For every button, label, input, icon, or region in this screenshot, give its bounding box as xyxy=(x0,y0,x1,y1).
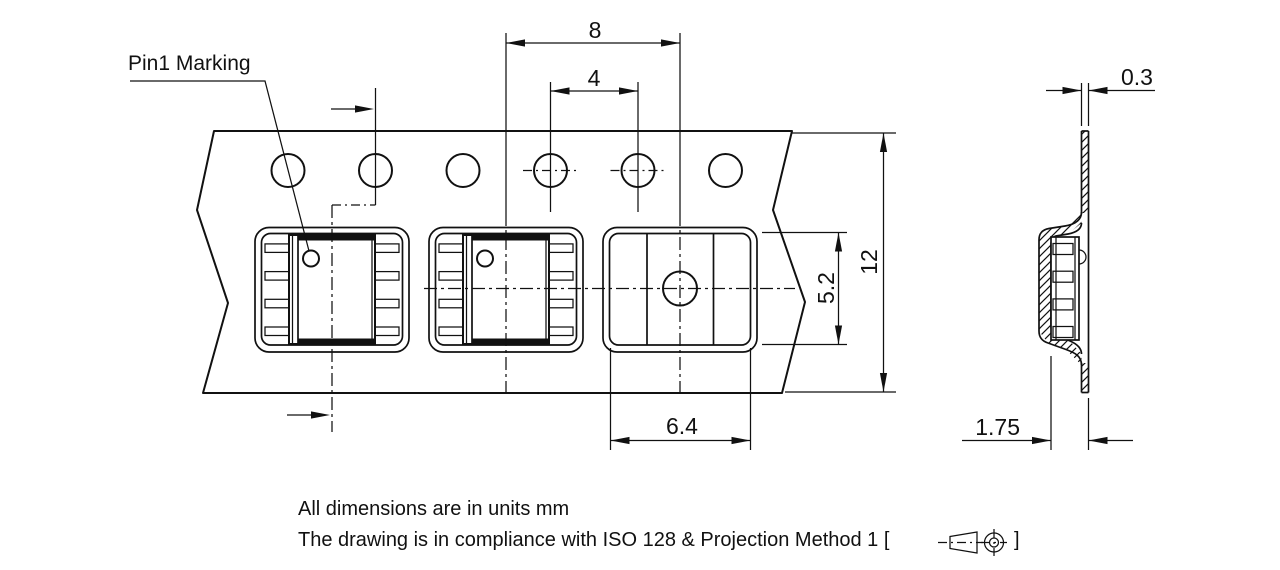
dim-8-text: 8 xyxy=(589,17,602,43)
soic-package-side xyxy=(1050,236,1087,341)
dimension-tape-width: 12 xyxy=(785,132,896,393)
tape-outline xyxy=(196,130,806,394)
note-units: All dimensions are in units mm xyxy=(298,498,569,520)
dimension-tape-thickness: 0.3 xyxy=(1046,64,1155,126)
sprocket-holes xyxy=(270,153,743,188)
dim-1-75-text: 1.75 xyxy=(975,414,1020,440)
dimension-pocket-depth: 1.75 xyxy=(962,356,1133,450)
dimension-pocket-width: 6.4 xyxy=(609,348,752,450)
projection-cone-symbol xyxy=(949,531,978,554)
pin1-leader: Pin1 Marking xyxy=(128,52,310,252)
dimension-pocket-length: 5.2 xyxy=(762,231,847,346)
first-angle-projection-symbol xyxy=(938,529,1007,556)
dimension-pocket-pitch: 8 xyxy=(505,17,681,213)
sprocket-hole xyxy=(708,153,743,188)
carrier-tape-front-view: Pin1 Marking 8 4 6.4 xyxy=(128,17,896,450)
dim-4-text: 4 xyxy=(588,65,601,91)
pin1-marking-label: Pin1 Marking xyxy=(128,52,251,75)
pocket-wall-hatch xyxy=(1039,212,1082,365)
drawing-notes: All dimensions are in units mm The drawi… xyxy=(298,498,1020,556)
dim-6-4-text: 6.4 xyxy=(666,413,698,439)
tape-strip-section xyxy=(1080,130,1090,394)
dim-5-2-text: 5.2 xyxy=(813,272,839,304)
dim-12-text: 12 xyxy=(856,249,882,275)
pocket-profile-outer xyxy=(1038,211,1083,366)
section-arrow-bottom xyxy=(287,411,330,419)
note-compliance-close-bracket: ] xyxy=(1014,529,1020,551)
dim-0-3-text: 0.3 xyxy=(1121,64,1153,90)
carrier-tape-side-view: 0.3 1.75 xyxy=(962,64,1155,450)
sprocket-hole xyxy=(445,153,481,188)
pin1-dimple-side xyxy=(1078,249,1087,265)
note-compliance: The drawing is in compliance with ISO 12… xyxy=(298,529,890,551)
section-line xyxy=(287,88,377,432)
dimension-hole-pitch: 4 xyxy=(549,65,639,212)
section-arrow-top xyxy=(331,105,374,113)
